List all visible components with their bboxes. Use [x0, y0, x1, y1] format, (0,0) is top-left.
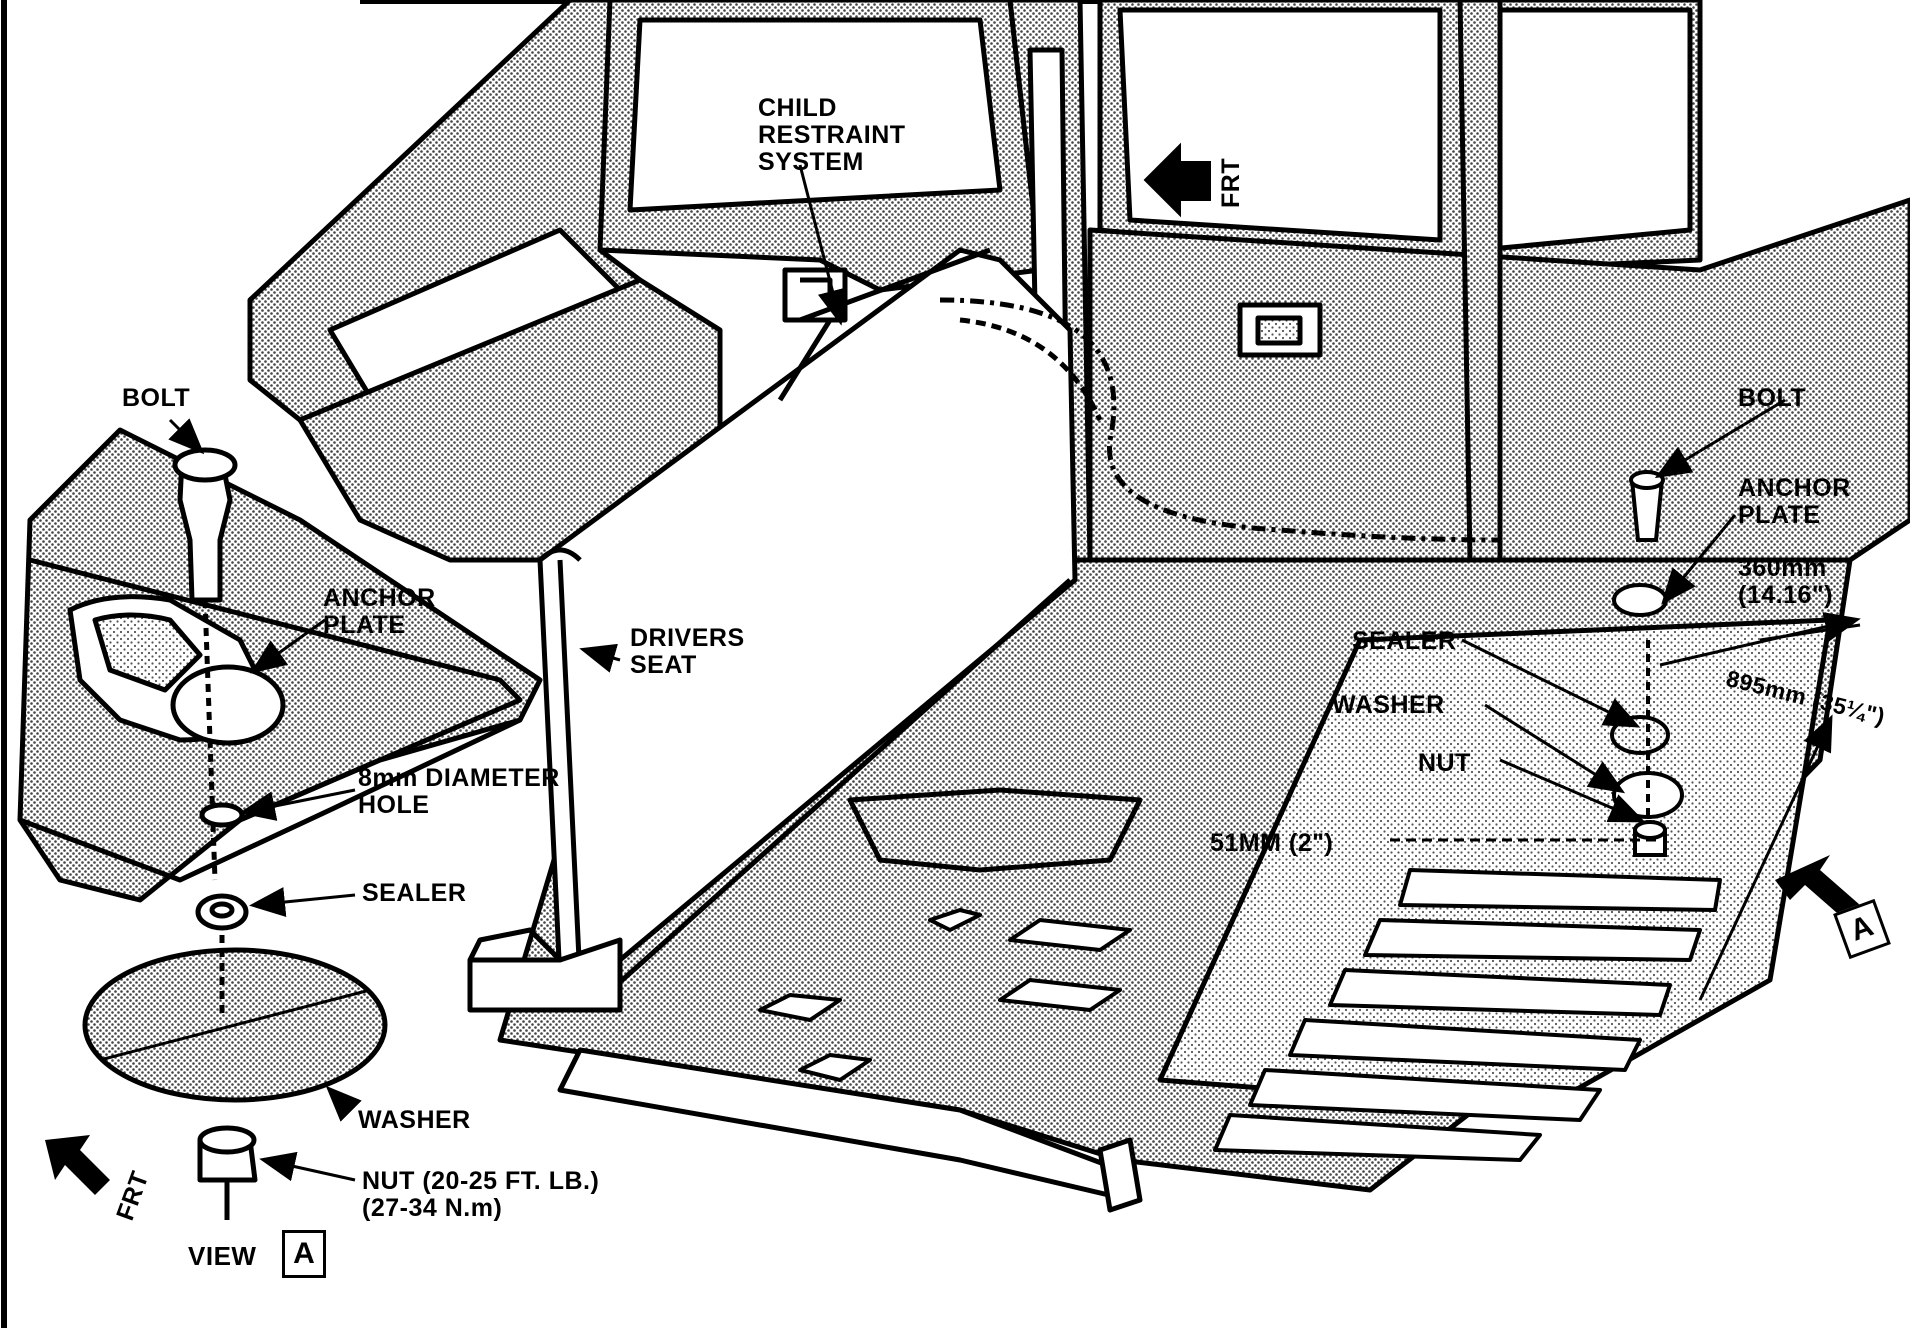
anchor-plate-left-label: ANCHOR PLATE — [323, 584, 436, 639]
right-anchor-hardware — [1610, 470, 1684, 857]
drivers-seat-label: DRIVERS SEAT — [630, 624, 745, 679]
frt-top-arrow — [1143, 142, 1211, 218]
vehicle-interior — [247, 0, 1910, 573]
sealer-left-label: SEALER — [362, 879, 467, 907]
leader-lines — [168, 164, 1786, 1182]
view-a-label: VIEW — [188, 1241, 257, 1271]
hole-label: 8mm DIAMETER HOLE — [358, 764, 560, 819]
washer-right-label: WASHER — [1332, 691, 1445, 719]
dim-360-label: 360mm (14.16") — [1738, 554, 1834, 609]
dimension-lines — [1390, 612, 1861, 1001]
sealer-right-label: SEALER — [1352, 627, 1457, 655]
view-a-arrow — [1775, 855, 1860, 920]
frt-left-arrow — [45, 1135, 110, 1195]
bolt-left-label: BOLT — [122, 384, 191, 412]
dim-51-label: 51MM (2") — [1210, 829, 1334, 857]
anchor-plate-right-label: ANCHOR PLATE — [1738, 474, 1851, 529]
bolt-right-label: BOLT — [1738, 384, 1807, 412]
nut-right-label: NUT — [1418, 749, 1471, 777]
view-a-letter: A — [282, 1230, 326, 1278]
washer-left-label: WASHER — [358, 1106, 471, 1134]
frt-top-label: FRT — [1217, 157, 1245, 208]
drivers-seat — [467, 247, 1501, 1013]
child-restraint-label: CHILD RESTRAINT SYSTEM — [758, 94, 906, 176]
nut-left-label: NUT (20-25 FT. LB.) (27-34 N.m) — [362, 1167, 600, 1222]
